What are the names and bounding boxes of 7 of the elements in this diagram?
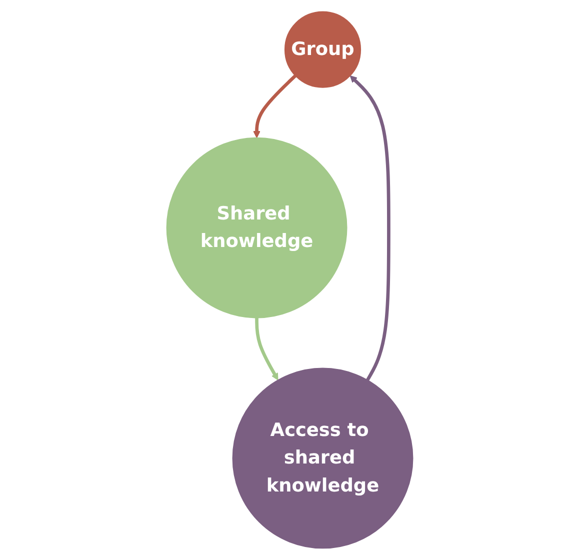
cycle-diagram: Group Shared knowledge Access to shared knowledge — [160, 4, 420, 554]
node-circle — [232, 367, 414, 548]
node-circle — [166, 136, 348, 318]
arrow — [253, 74, 297, 138]
arrow — [255, 317, 279, 380]
arrow — [350, 74, 391, 380]
node-circle — [284, 10, 362, 88]
